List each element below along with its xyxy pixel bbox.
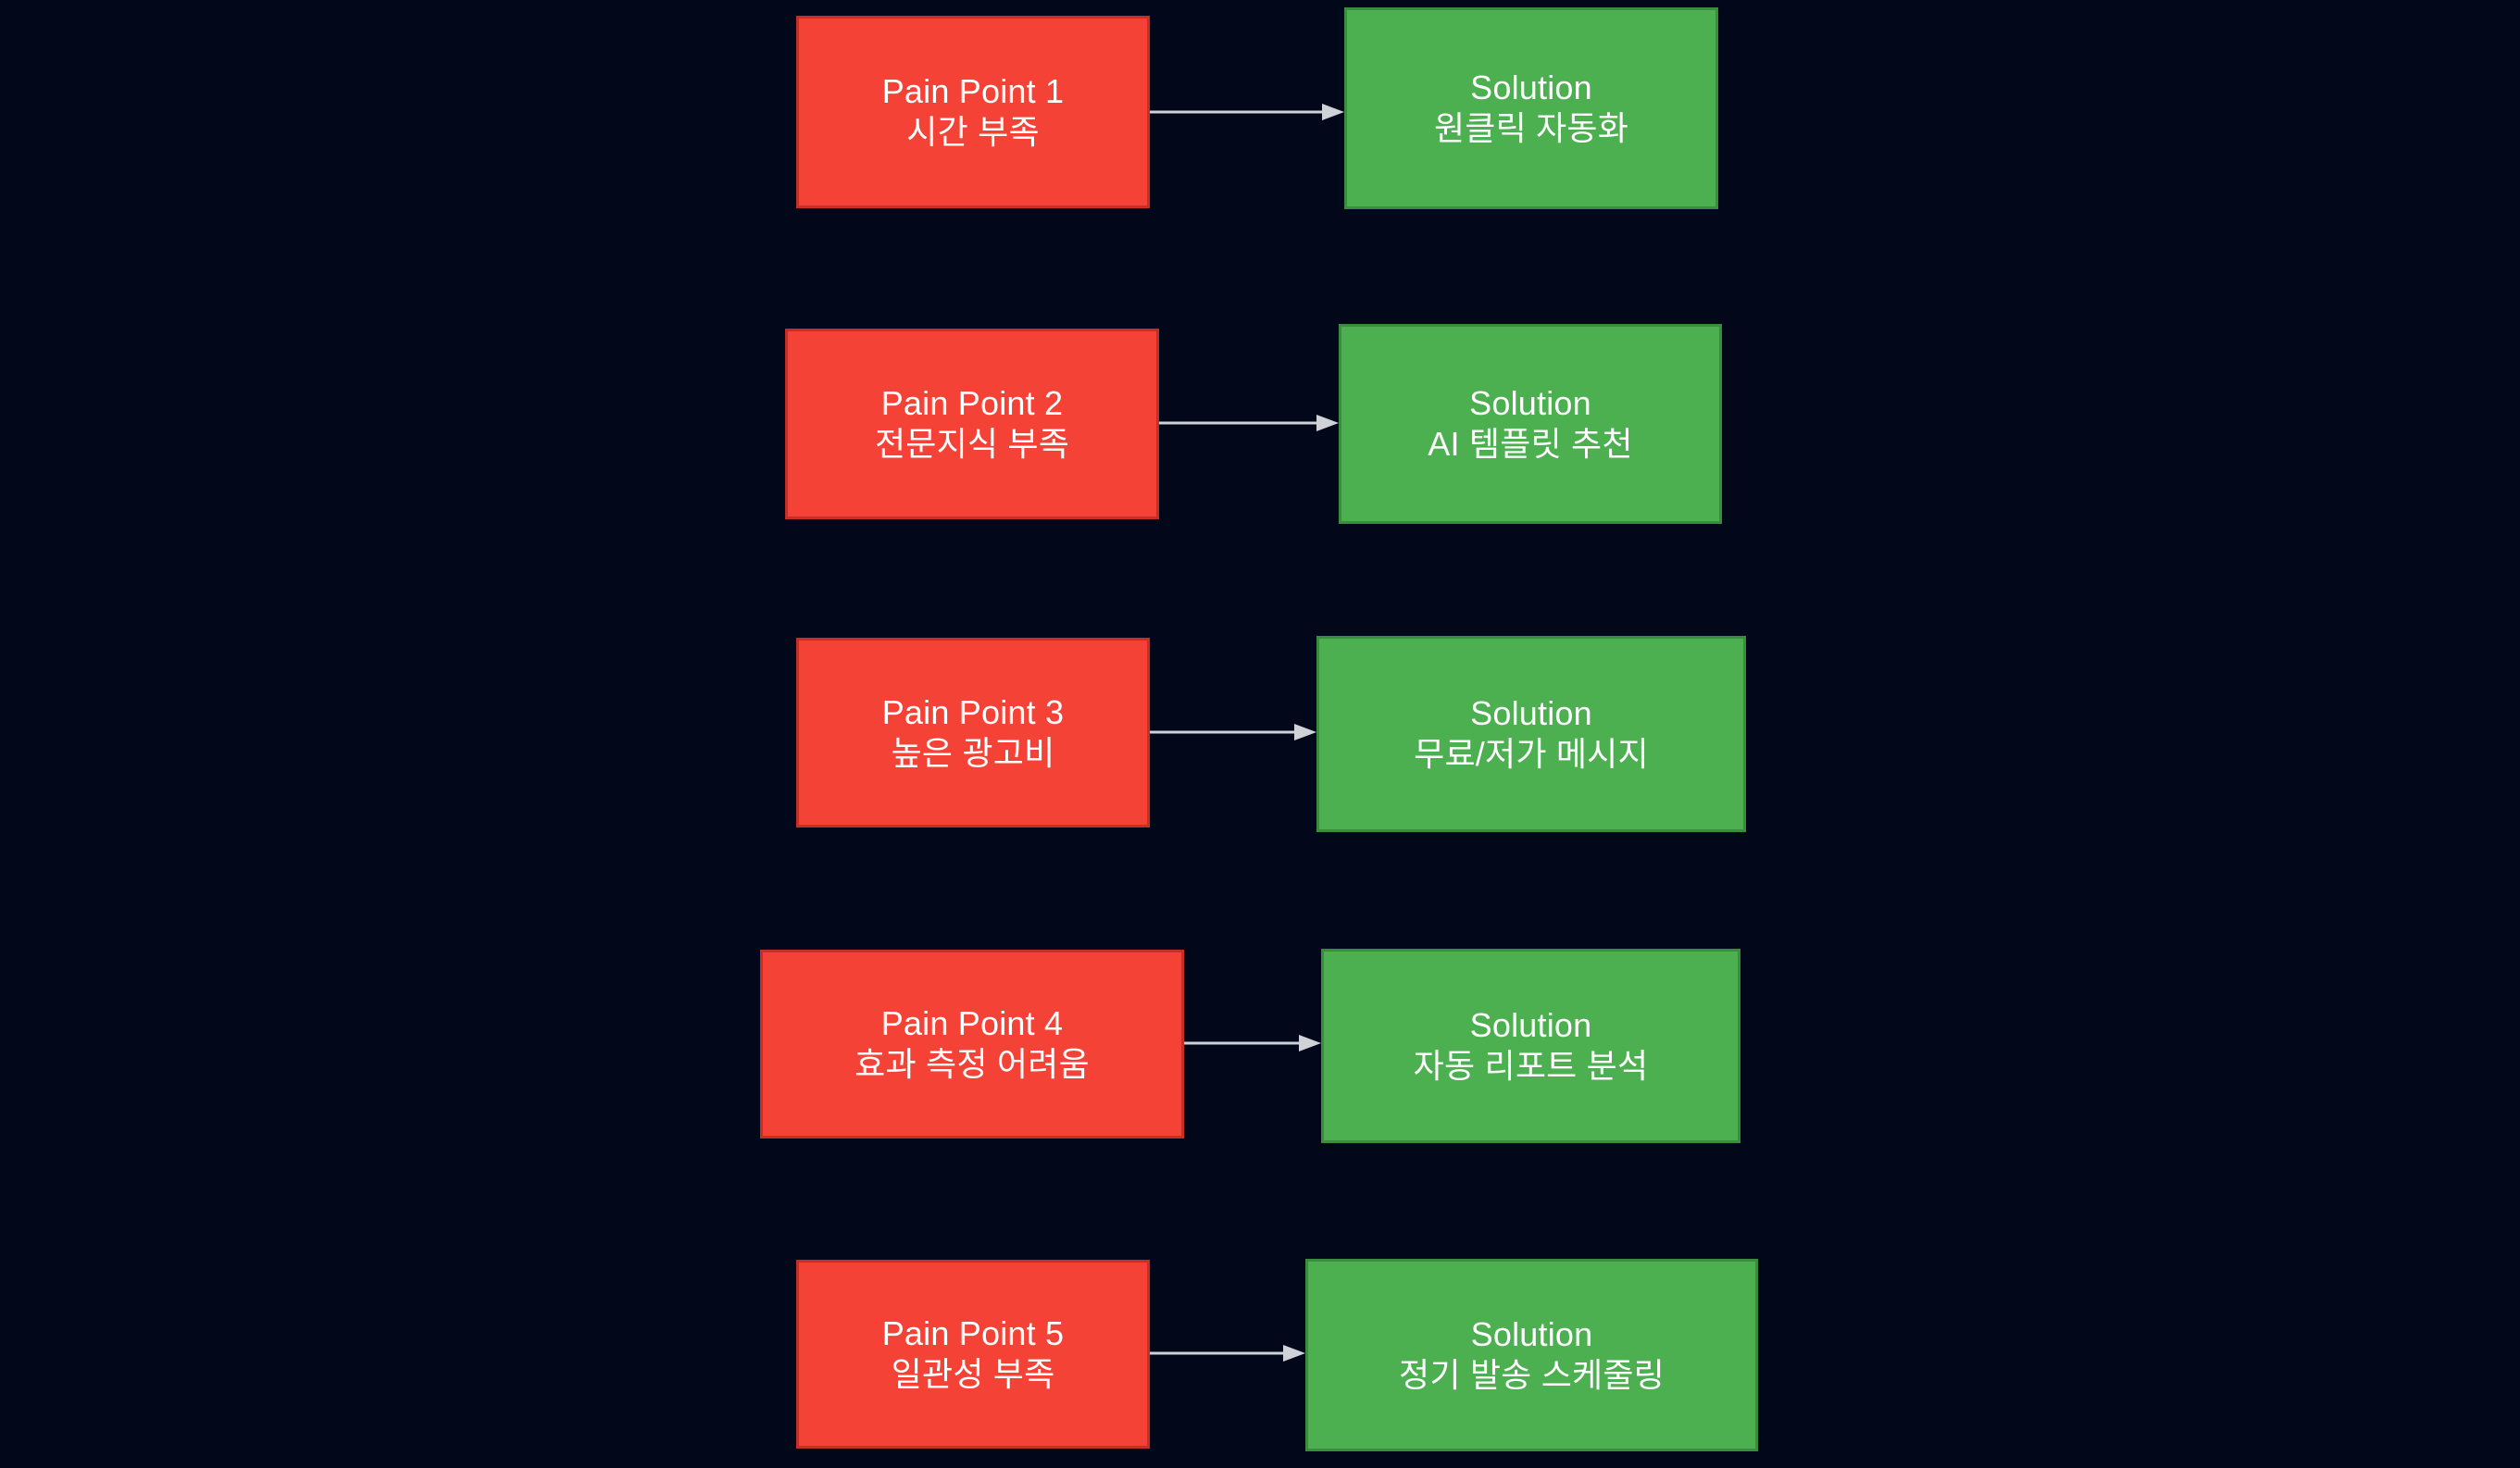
node-pain-point-4[interactable]: Pain Point 4 효과 측정 어려움 [760, 950, 1184, 1138]
node-detail: AI 템플릿 추천 [1428, 425, 1633, 463]
node-pain-point-3[interactable]: Pain Point 3 높은 광고비 [796, 638, 1150, 827]
node-title: Pain Point 2 [880, 384, 1064, 423]
node-title: Pain Point 5 [881, 1314, 1065, 1353]
node-detail: 정기 발송 스케줄링 [1399, 1356, 1665, 1394]
node-detail: 시간 부족 [906, 113, 1040, 151]
node-pain-point-1[interactable]: Pain Point 1 시간 부족 [796, 16, 1150, 208]
node-solution-4[interactable]: Solution 자동 리포트 분석 [1321, 949, 1740, 1143]
node-detail: 자동 리포트 분석 [1413, 1047, 1649, 1085]
node-solution-5[interactable]: Solution 정기 발송 스케줄링 [1305, 1259, 1758, 1451]
node-pain-point-2[interactable]: Pain Point 2 전문지식 부족 [785, 329, 1159, 519]
node-solution-3[interactable]: Solution 무료/저가 메시지 [1316, 636, 1746, 832]
node-title: Pain Point 1 [881, 72, 1065, 111]
node-pain-point-5[interactable]: Pain Point 5 일관성 부족 [796, 1260, 1150, 1449]
node-title: Pain Point 4 [880, 1004, 1064, 1043]
node-detail: 원클릭 자동화 [1433, 109, 1629, 147]
edge-pain-2-to-solution-2 [1159, 411, 1339, 435]
node-solution-1[interactable]: Solution 원클릭 자동화 [1344, 7, 1718, 209]
edge-pain-3-to-solution-3 [1150, 720, 1316, 744]
node-detail: 높은 광고비 [891, 733, 1055, 772]
node-title: Solution [1470, 1315, 1593, 1354]
node-detail: 무료/저가 메시지 [1414, 735, 1649, 773]
edge-pain-5-to-solution-5 [1150, 1341, 1305, 1365]
node-title: Solution [1469, 384, 1591, 423]
node-title: Solution [1470, 68, 1592, 107]
edge-pain-4-to-solution-4 [1184, 1031, 1321, 1055]
node-detail: 일관성 부족 [891, 1355, 1055, 1393]
node-title: Solution [1470, 694, 1592, 733]
node-detail: 전문지식 부족 [874, 425, 1070, 463]
node-title: Solution [1469, 1006, 1592, 1045]
node-detail: 효과 측정 어려움 [855, 1045, 1090, 1083]
node-title: Pain Point 3 [881, 692, 1065, 731]
node-solution-2[interactable]: Solution AI 템플릿 추천 [1339, 324, 1722, 524]
edge-pain-1-to-solution-1 [1150, 100, 1344, 124]
